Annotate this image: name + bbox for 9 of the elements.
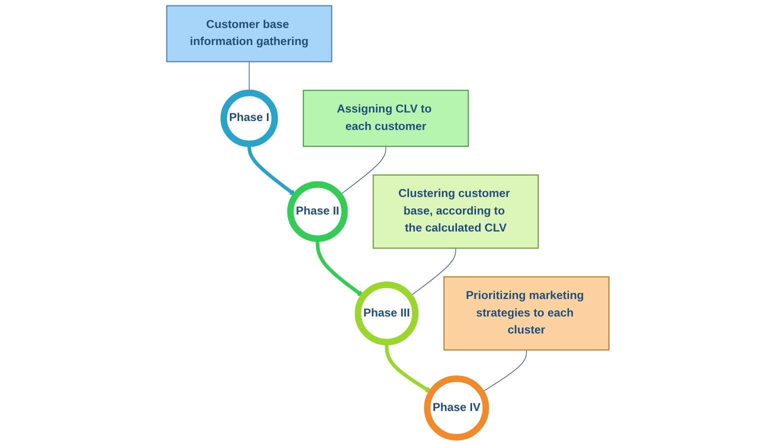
node-box: Clustering customer base, according to the calculated CLV [372,174,538,249]
node-circle: Phase III [354,282,418,346]
node-circle: Phase I [220,90,278,148]
node-box: Assigning CLV to each customer [302,90,469,147]
arrow [384,342,432,393]
node-box: Prioritizing marketing strategies to each cluster [443,276,610,351]
node-box: Customer base information gathering [166,5,332,62]
node-circle: Phase II [286,181,348,242]
node-circle: Phase IV [424,375,489,440]
